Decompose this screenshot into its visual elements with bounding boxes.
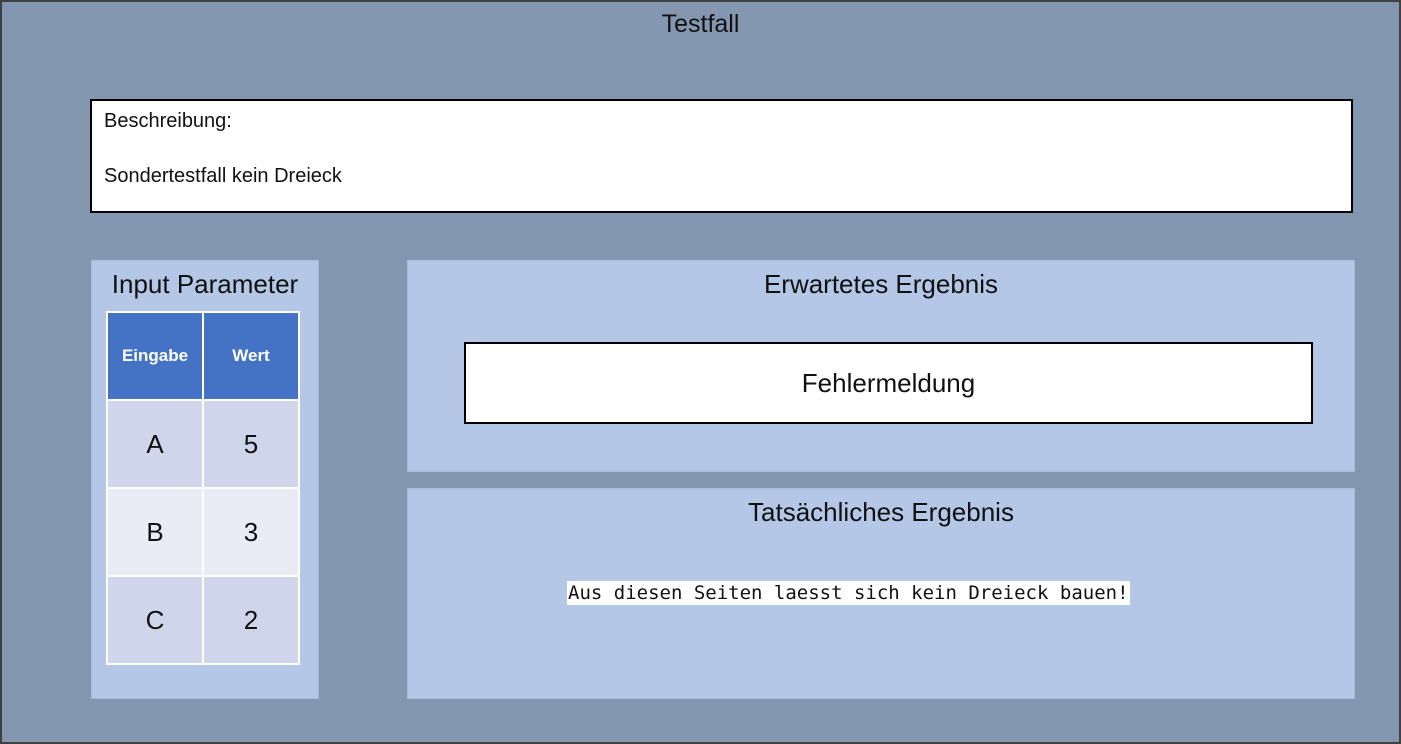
table-row: C 2: [106, 575, 300, 665]
description-box: Beschreibung: Sondertestfall kein Dreiec…: [90, 99, 1353, 213]
cell-wert: 2: [202, 575, 300, 665]
page-title: Testfall: [661, 10, 740, 38]
table-header-row: Eingabe Wert: [106, 311, 300, 401]
input-parameter-table: Eingabe Wert A 5 B 3 C 2: [106, 311, 300, 665]
table-row: A 5: [106, 399, 300, 489]
description-label: Beschreibung:: [104, 110, 232, 132]
description-text: Sondertestfall kein Dreieck: [104, 165, 342, 187]
actual-result-panel: Tatsächliches Ergebnis Aus diesen Seiten…: [407, 488, 1355, 699]
header-wert: Wert: [202, 311, 300, 401]
cell-eingabe: B: [106, 487, 204, 577]
expected-result-title: Erwartetes Ergebnis: [763, 269, 999, 299]
cell-eingabe: A: [106, 399, 204, 489]
table-row: B 3: [106, 487, 300, 577]
expected-result-panel: Erwartetes Ergebnis Fehlermeldung: [407, 260, 1355, 472]
expected-result-value: Fehlermeldung: [464, 342, 1313, 424]
actual-result-output: Aus diesen Seiten laesst sich kein Dreie…: [567, 581, 1130, 605]
cell-wert: 3: [202, 487, 300, 577]
input-parameter-title: Input Parameter: [111, 269, 299, 299]
actual-result-title: Tatsächliches Ergebnis: [748, 497, 1014, 527]
cell-wert: 5: [202, 399, 300, 489]
cell-eingabe: C: [106, 575, 204, 665]
input-parameter-panel: Input Parameter Eingabe Wert A 5 B 3 C 2: [91, 260, 319, 699]
header-eingabe: Eingabe: [106, 311, 204, 401]
